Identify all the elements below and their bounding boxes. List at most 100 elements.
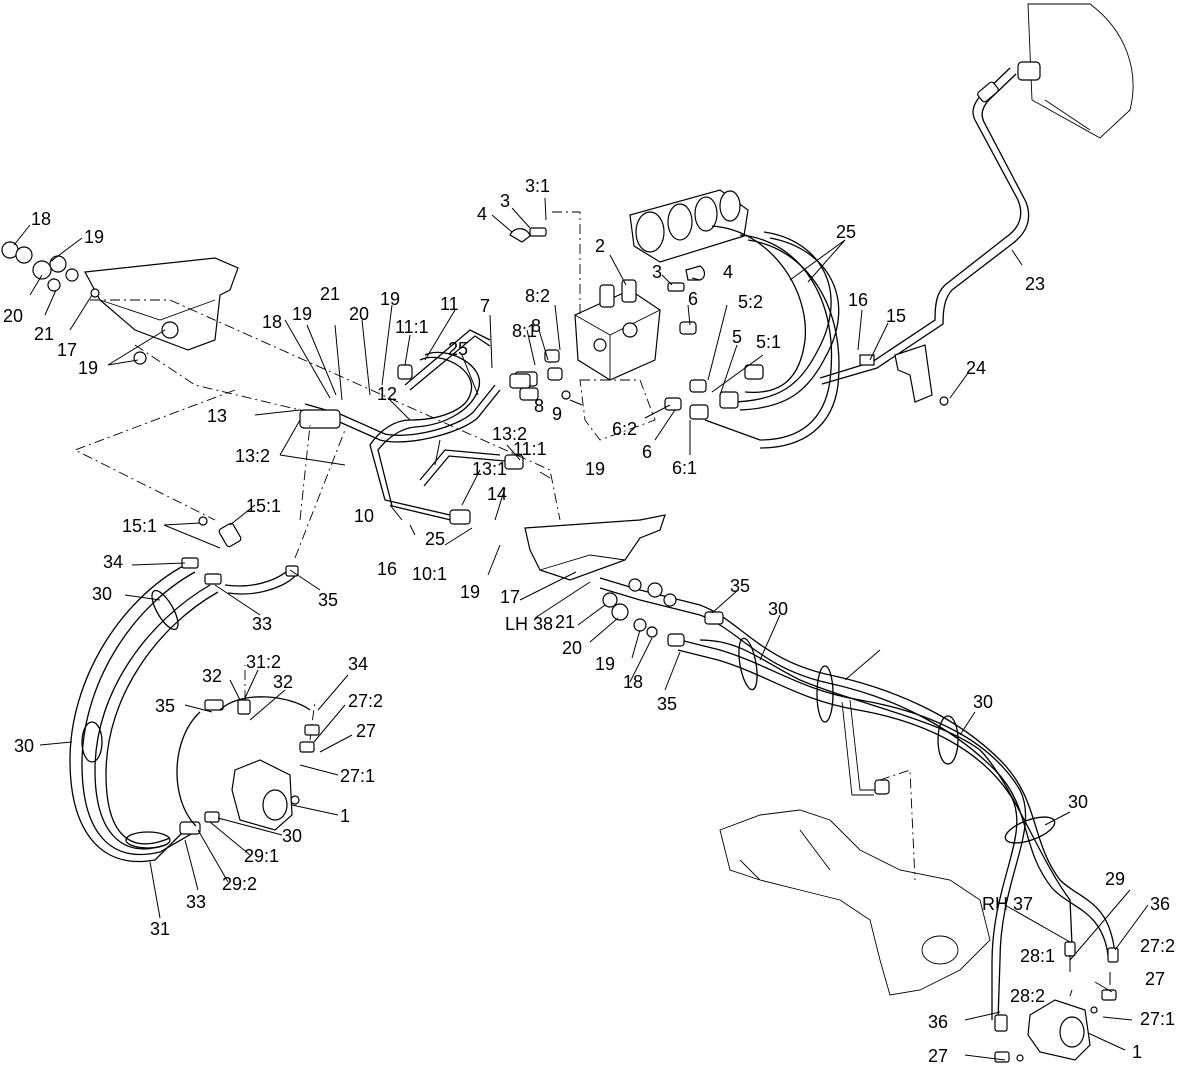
- callout-15: 15:1: [246, 496, 281, 516]
- callout-30-a: 30: [768, 599, 788, 619]
- callout-16-a: 16: [377, 559, 397, 579]
- callout-25-a: 25: [448, 339, 468, 359]
- callout-27-a: 27: [356, 721, 376, 741]
- callout-29-2: 30: [282, 826, 302, 846]
- callout-27-c: 27: [1145, 969, 1165, 989]
- callout-10-1: 10:1: [412, 564, 447, 584]
- callout-17-a: 17: [57, 340, 77, 360]
- callout-35-c: 36: [1150, 894, 1170, 914]
- callout-26: 25: [836, 222, 856, 242]
- callout-11-1-b: 11:1: [513, 439, 547, 459]
- callout-7: 7: [480, 296, 490, 316]
- callout-1-a: 1: [340, 806, 350, 826]
- callout-19-g: 19: [595, 654, 615, 674]
- callout-5-2: 5:2: [738, 292, 763, 312]
- callout-30-c: 30: [1068, 792, 1088, 812]
- callout-28-2: 29: [1105, 869, 1125, 889]
- callout-35-d: 36: [928, 1012, 948, 1032]
- callout-labels-extra: 24 15:1: [122, 358, 986, 536]
- callout-17-b: 17: [500, 587, 520, 607]
- callout-31: 31:2: [246, 652, 281, 672]
- callout-32-b: 33: [186, 892, 206, 912]
- callout-30-f: 31: [150, 919, 170, 939]
- callout-12: 12: [377, 384, 397, 404]
- callout-10: 10: [354, 506, 374, 526]
- callout-1-b: 1: [1132, 1042, 1142, 1062]
- leader-lines: [13, 197, 1149, 1061]
- callout-13-2-a: 13:2: [235, 446, 270, 466]
- callout-18-a: 18: [31, 209, 51, 229]
- callout-29: 29:1: [244, 846, 279, 866]
- fender-outline: [1017, 3, 1134, 139]
- chassis-frame: [719, 699, 991, 996]
- callout-30-d: 30: [92, 584, 112, 604]
- callout-6-b: 6: [642, 442, 652, 462]
- callout-23: 23: [1025, 274, 1045, 294]
- center-bracket: [524, 514, 666, 581]
- callout-19-a: 19: [84, 227, 104, 247]
- callout-21-c: 21: [555, 612, 575, 632]
- callout-21-a: 21: [34, 324, 54, 344]
- callout-33-a: 34: [103, 552, 123, 572]
- callout-35-a: 35: [730, 576, 750, 596]
- callout-13: 13:1: [472, 459, 507, 479]
- callout-6-a: 6: [688, 289, 698, 309]
- callout-20-c: 20: [562, 638, 582, 658]
- dash-3-1: [552, 211, 581, 315]
- pump-stack: [629, 189, 749, 263]
- callout-labels: 18 19 20 21 17 19 13 13:2 18 19 21 20 19…: [3, 176, 1175, 1066]
- callout-3-b: 3: [652, 262, 662, 282]
- hoses-26: [704, 225, 840, 449]
- callout-15-1-text: 15:1: [122, 516, 157, 536]
- callout-30-b: 30: [973, 692, 993, 712]
- callout-28: 28:1: [1020, 946, 1055, 966]
- callout-3-1: 3:1: [525, 176, 550, 196]
- callout-2: 2: [595, 236, 605, 256]
- callout-33-b: 34: [348, 654, 368, 674]
- callout-28-1: 28:2: [1010, 986, 1045, 1006]
- callout-19-f: 19: [460, 582, 480, 602]
- left-hose-bundle: [69, 516, 299, 863]
- callout-4-a: 4: [477, 204, 487, 224]
- callout-5-1: 5:1: [756, 332, 781, 352]
- callout-14: 15: [886, 306, 906, 326]
- callout-35-b: 35: [657, 694, 677, 714]
- callout-27-1-a: 27:1: [340, 766, 375, 786]
- callout-13-1: 13:2: [492, 424, 527, 444]
- callout-8-a: 8: [531, 316, 541, 336]
- callout-20-a: 20: [3, 306, 23, 326]
- callout-27-1-b: 27:1: [1140, 1009, 1175, 1029]
- manifold-block: [574, 279, 661, 381]
- callout-19-b: 19: [78, 358, 98, 378]
- callout-19-e: 19: [585, 459, 605, 479]
- callout-32-a: 33: [252, 614, 272, 634]
- callout-5: 5: [732, 327, 742, 347]
- callout-18-b: 18: [262, 312, 282, 332]
- callout-16-b: 16: [848, 290, 868, 310]
- callout-30-e: 30: [14, 736, 34, 756]
- callout-12-1: 13: [207, 406, 227, 426]
- dash-guides: [73, 299, 916, 881]
- callout-8-b: 8: [534, 396, 544, 416]
- callout-3-a: 3: [500, 191, 510, 211]
- callout-4-b: 4: [723, 262, 733, 282]
- bracket-14: [859, 344, 949, 406]
- callout-24-text: 24: [966, 358, 986, 378]
- callout-8-1: 8:1: [512, 321, 537, 341]
- callout-8-2: 8:2: [525, 286, 550, 306]
- callout-29-1: 29:2: [222, 874, 257, 894]
- callout-27-2-a: 27:2: [348, 691, 383, 711]
- callout-31-1: 32: [273, 672, 293, 692]
- callout-6-2: 6:2: [612, 419, 637, 439]
- callout-27-b: 27: [928, 1046, 948, 1066]
- callout-11-1-a: 11:1: [395, 317, 429, 337]
- callout-18-c: 18: [623, 672, 643, 692]
- callout-6-1: 6:1: [672, 458, 697, 478]
- callout-25-b: 25: [425, 529, 445, 549]
- right-hose-run: [599, 577, 1116, 1021]
- callout-21-b: 21: [320, 284, 340, 304]
- callout-31-2: 32: [202, 666, 222, 686]
- callout-36-a: LH 38: [505, 614, 553, 634]
- callout-19-c: 19: [292, 304, 312, 324]
